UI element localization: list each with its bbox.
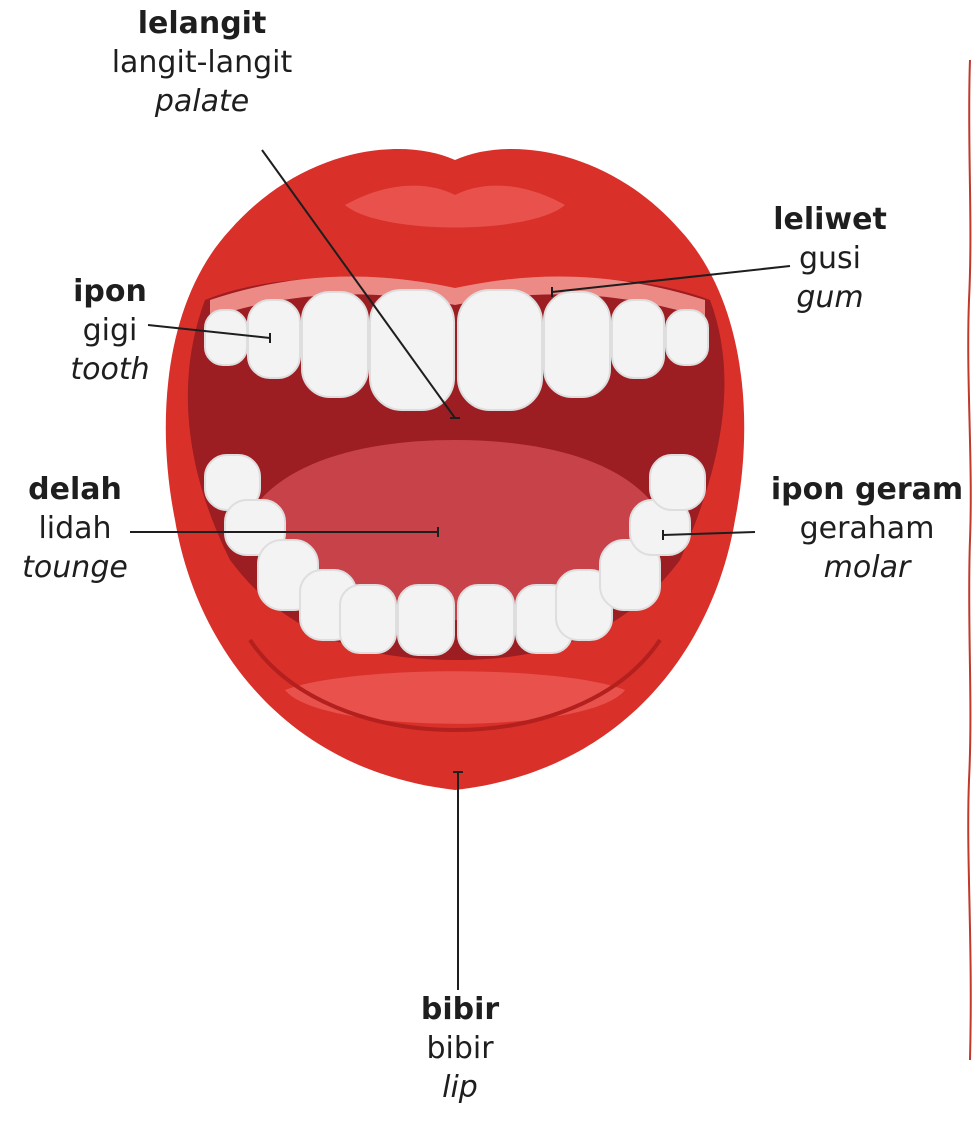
tooth-indonesian: gigi: [20, 311, 200, 350]
label-molar: ipon geram geraham molar: [758, 470, 976, 587]
label-tongue: delah lidah tounge: [0, 470, 150, 587]
tongue-term: delah: [0, 470, 150, 509]
tongue-indonesian: lidah: [0, 509, 150, 548]
palate-english: palate: [92, 82, 312, 121]
tongue-english: tounge: [0, 548, 150, 587]
lip-indonesian: bibir: [370, 1029, 550, 1068]
label-gum: leliwet gusi gum: [740, 200, 920, 317]
molar-english: molar: [758, 548, 976, 587]
palate-indonesian: langit-langit: [92, 43, 312, 82]
palate-term: lelangit: [92, 4, 312, 43]
label-lip: bibir bibir lip: [370, 990, 550, 1107]
tooth-english: tooth: [20, 350, 200, 389]
lip-term: bibir: [370, 990, 550, 1029]
lip-english: lip: [370, 1068, 550, 1107]
molar-term: ipon geram: [758, 470, 976, 509]
gum-indonesian: gusi: [740, 239, 920, 278]
label-tooth: ipon gigi tooth: [20, 272, 200, 389]
label-palate: lelangit langit-langit palate: [92, 4, 312, 121]
molar-indonesian: geraham: [758, 509, 976, 548]
decorative-border-strip: [964, 60, 976, 1060]
gum-english: gum: [740, 278, 920, 317]
gum-term: leliwet: [740, 200, 920, 239]
tooth-term: ipon: [20, 272, 200, 311]
